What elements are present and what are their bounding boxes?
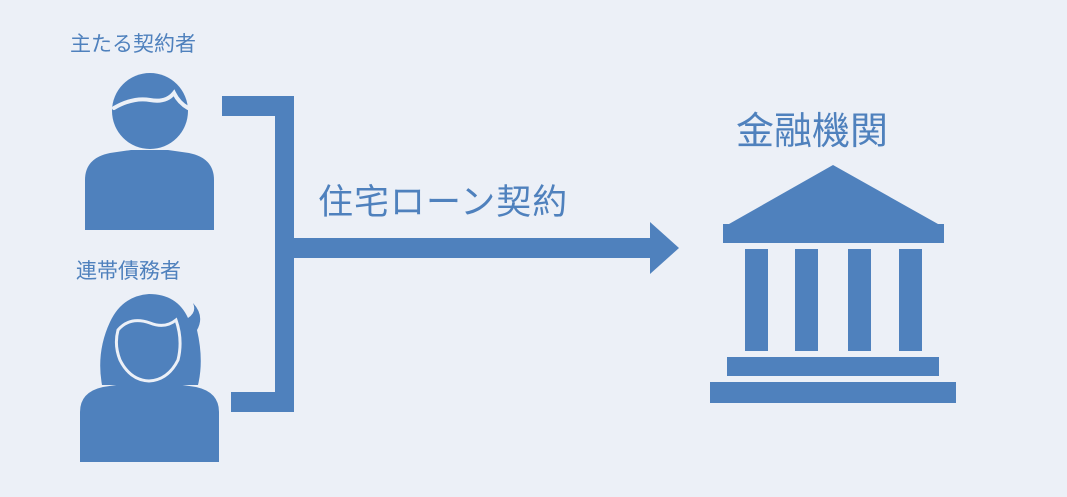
bracket-bottom-arm (231, 392, 294, 412)
bank-column (795, 249, 818, 351)
bank-label: 金融機関 (736, 109, 889, 153)
bank-step-upper (727, 357, 939, 376)
contract-arrow (290, 222, 679, 274)
joint-guarantor-label: 連帯債務者 (76, 259, 181, 283)
man-person-icon (85, 73, 214, 230)
bank-roof (729, 165, 938, 224)
woman-body (80, 383, 219, 462)
bank-step-lower (710, 382, 956, 403)
man-hair-line (112, 89, 190, 110)
arrow-shaft (290, 238, 652, 258)
arrow-head (650, 222, 679, 274)
primary-contractor-label: 主たる契約者 (70, 32, 196, 56)
man-body (85, 150, 214, 230)
bank-building-icon (710, 165, 956, 403)
man-head (112, 73, 188, 149)
bracket-vertical (275, 96, 294, 412)
woman-person-icon (80, 294, 219, 462)
bank-column (848, 249, 871, 351)
bank-entablature (723, 224, 944, 243)
party-bracket (222, 96, 294, 412)
bank-column (899, 249, 922, 351)
woman-face-outline (114, 317, 182, 383)
bank-column (745, 249, 768, 351)
contract-label: 住宅ローン契約 (318, 183, 569, 223)
